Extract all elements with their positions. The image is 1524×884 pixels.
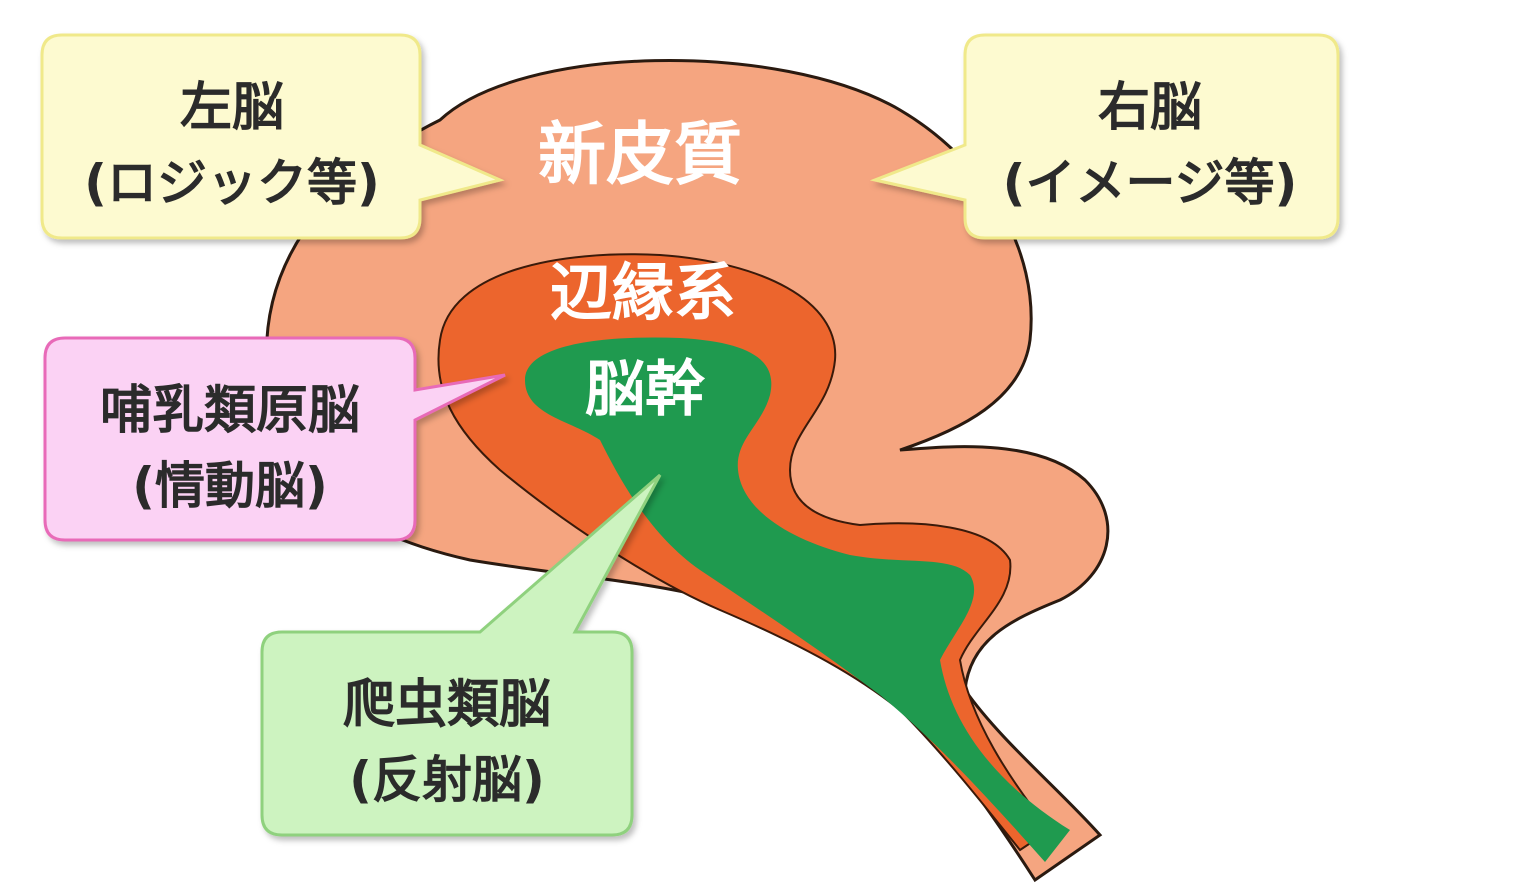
brainstem-shape bbox=[525, 337, 1070, 862]
mammalian-brain-callout bbox=[43, 336, 506, 542]
brainstem-label: 脳幹 bbox=[585, 355, 706, 425]
reptilian-brain-title: 爬虫類脳 bbox=[343, 675, 551, 735]
reptilian-brain-callout bbox=[260, 473, 662, 837]
left-brain-callout bbox=[40, 33, 505, 240]
right-brain-subtitle: (イメージ等) bbox=[1003, 154, 1298, 212]
right-brain-callout bbox=[869, 33, 1340, 240]
left-brain-title: 左脳 bbox=[180, 78, 284, 138]
right-brain-title: 右脳 bbox=[1098, 78, 1202, 138]
mammalian-brain-title: 哺乳類原脳 bbox=[100, 381, 360, 441]
limbic-label: 辺縁系 bbox=[550, 256, 736, 329]
neocortex-label: 新皮質 bbox=[538, 116, 742, 195]
left-brain-subtitle: (ロジック等) bbox=[84, 154, 380, 212]
reptilian-brain-subtitle: (反射脳) bbox=[349, 751, 545, 809]
mammalian-brain-subtitle: (情動脳) bbox=[132, 457, 328, 515]
